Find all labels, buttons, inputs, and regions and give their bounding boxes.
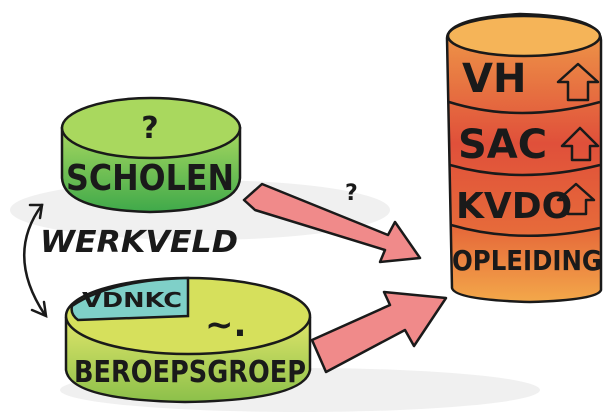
double-arrow-icon xyxy=(23,203,48,319)
tower-layer-kvdo: KVDO xyxy=(456,186,572,227)
beroepsgroep-label: BEROEPSGROEP xyxy=(74,355,306,390)
tower-sep-1 xyxy=(448,100,601,115)
vdnkc-label: VDNKC xyxy=(82,288,182,312)
arrow-beroepsgroep-to-opleiding xyxy=(310,290,448,374)
arrow-scholen-to-opleiding xyxy=(242,182,422,264)
tower-sep-2 xyxy=(449,163,601,177)
tower-layer-sac: SAC xyxy=(458,122,547,168)
tower-stack: VH SAC KVDO OPLEIDING xyxy=(445,12,603,304)
up-arrow-icon xyxy=(556,62,600,216)
scholen-disc: ? SCHOLEN xyxy=(60,96,242,214)
tower-sep-3 xyxy=(450,223,601,238)
scholen-label: SCHOLEN xyxy=(66,158,234,199)
vdnkc-segment xyxy=(70,276,190,322)
werkveld-label: WERKVELD xyxy=(40,225,238,260)
beroepsgroep-disc: VDNKC ~. BEROEPSGROEP xyxy=(64,276,312,404)
scholen-question-mark: ? xyxy=(141,111,158,146)
beroepsgroep-mark: ~. xyxy=(205,305,246,345)
tower-top xyxy=(446,14,602,58)
tower-layer-opleiding: OPLEIDING xyxy=(452,244,602,277)
tower-layer-vh: VH xyxy=(462,56,526,102)
arrow-question-mark: ? xyxy=(345,181,358,206)
